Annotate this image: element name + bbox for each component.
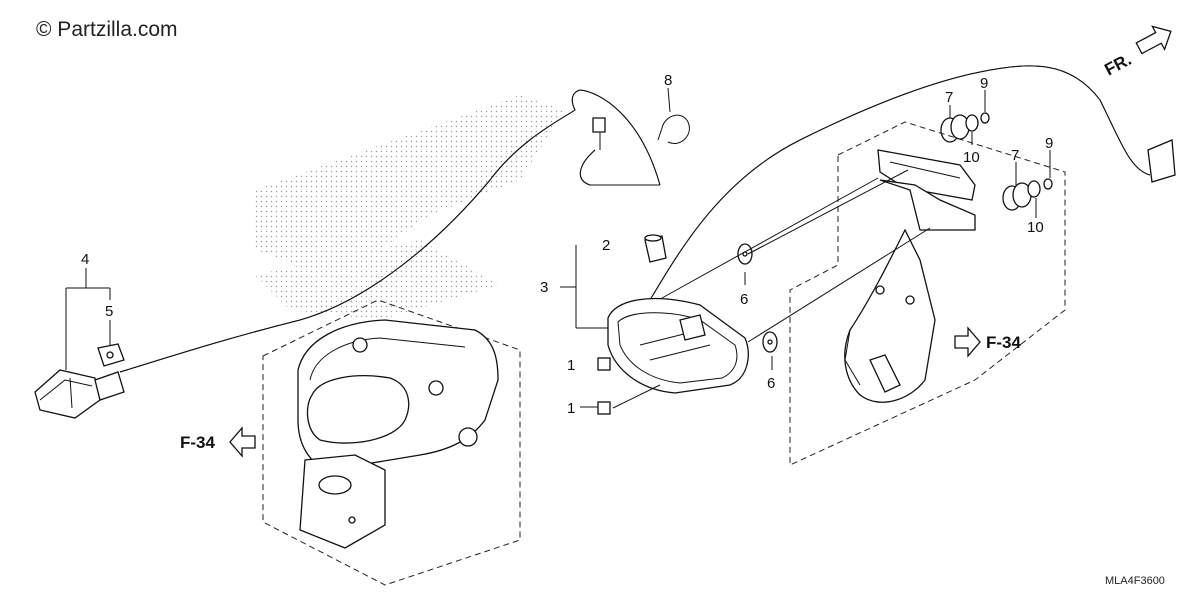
watermark-text: © Partzilla.com (36, 18, 178, 41)
grommets-nuts-washers (940, 112, 1053, 211)
diagram-code: MLA4F3600 (1105, 575, 1165, 587)
taillight-part-3 (607, 297, 749, 394)
group-box-bracket (789, 121, 1066, 466)
reference-left: F-34 (180, 426, 256, 458)
washer-part-6 (737, 243, 778, 353)
stipple-background (255, 95, 565, 320)
wire-harness (119, 65, 1176, 373)
connector-part-4 (34, 369, 125, 419)
leader-lines (65, 87, 1051, 409)
reference-right-text: F-34 (986, 333, 1022, 352)
callout-10-upper: 10 (963, 149, 980, 166)
mount-part-1 (597, 357, 611, 415)
reference-right: F-34 (954, 326, 1022, 358)
callout-7-upper: 7 (945, 89, 953, 106)
reference-left-text: F-34 (180, 433, 216, 452)
callout-3: 3 (540, 279, 548, 296)
front-direction-marker: FR. (1101, 25, 1172, 80)
callout-7-lower: 7 (1011, 147, 1019, 164)
fender-housing (297, 319, 499, 549)
plate-bracket (844, 149, 976, 403)
callout-1-upper: 1 (567, 357, 575, 374)
callout-9-upper: 9 (980, 75, 988, 92)
callout-6-upper: 6 (740, 291, 748, 308)
callout-1-lower: 1 (567, 400, 575, 417)
front-marker-text: FR. (1101, 50, 1134, 80)
callout-4: 4 (81, 251, 89, 268)
callout-8: 8 (664, 72, 672, 89)
callout-5: 5 (105, 303, 113, 320)
callout-labels: 4 5 8 2 3 1 1 6 6 7 9 10 7 9 10 (81, 72, 1053, 417)
callout-6-lower: 6 (767, 375, 775, 392)
callout-10-lower: 10 (1027, 219, 1044, 236)
callout-2: 2 (602, 237, 610, 254)
collar-part-2 (644, 234, 667, 263)
clip-ring-part-8 (657, 114, 690, 144)
callout-9-lower: 9 (1045, 135, 1053, 152)
connector-part-5 (97, 343, 125, 367)
